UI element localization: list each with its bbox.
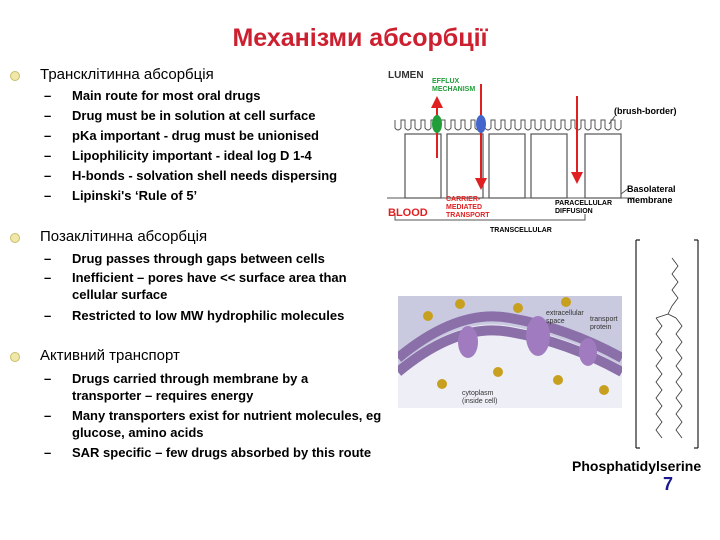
section-heading: Позаклітинна абсорбція (40, 228, 208, 245)
list-item: Drug passes through gaps between cells (72, 251, 325, 266)
section-heading: Активний транспорт (40, 347, 180, 364)
carrier-protein-icon (476, 115, 486, 133)
molecule-icon (553, 375, 563, 385)
bullet-icon (10, 233, 20, 243)
list-item: Drug must be in solution at cell surface (72, 108, 316, 123)
list-item: Restricted to low MW hydrophilic molecul… (72, 308, 345, 323)
transport-protein-diagram (398, 296, 622, 408)
list-item: SAR specific – few drugs absorbed by thi… (72, 445, 372, 460)
molecule-icon (423, 311, 433, 321)
microvilli-border (394, 119, 622, 131)
molecule-icon (561, 297, 571, 307)
list-item: H-bonds - solvation shell needs dispersi… (72, 168, 338, 183)
section-heading: Трансклітинна абсорбція (40, 66, 214, 83)
molecule-icon (599, 385, 609, 395)
bullet-icon (10, 71, 20, 81)
efflux-pump-icon (432, 115, 442, 133)
dash-marker: – (44, 408, 52, 423)
bullet-icon (10, 352, 20, 362)
list-item: Drugs carried through membrane by a tran… (72, 371, 309, 403)
slide-title: Механізми абсорбції (232, 24, 488, 52)
dash-marker: – (44, 88, 52, 103)
blood-label: BLOOD (388, 207, 428, 219)
molecule-icon (513, 303, 523, 313)
cell-shape (530, 133, 568, 199)
basolateral-label: Basolateral membrane (627, 184, 676, 205)
dash-marker: – (44, 251, 52, 266)
transport-protein-label: transport protein (590, 316, 618, 331)
dash-marker: – (44, 371, 52, 386)
cell-shape (404, 133, 442, 199)
dash-marker: – (44, 108, 52, 123)
transport-protein-icon (526, 316, 550, 356)
cytoplasm-label: cytoplasm (inside cell) (462, 390, 498, 405)
cell-shape (488, 133, 526, 199)
molecule-icon (455, 299, 465, 309)
page-number: 7 (663, 474, 674, 494)
dash-marker: – (44, 168, 52, 183)
brush-border-label: (brush-border) (614, 106, 677, 116)
dash-marker: – (44, 128, 52, 143)
phosphatidylserine-label: Phosphatidylserine (572, 458, 702, 474)
cell-shape (584, 133, 622, 199)
transcellular-label: TRANSCELLULAR (490, 227, 552, 234)
paracellular-label: PARACELLULAR DIFFUSION (555, 200, 613, 215)
molecule-icon (493, 367, 503, 377)
molecule-icon (437, 379, 447, 389)
carrier-mediated-label: CARRIER-MEDIATED TRANSPORT (446, 196, 490, 219)
efflux-label: EFFLUX MECHANISM (432, 78, 476, 93)
dash-marker: – (44, 445, 52, 460)
absorption-diagram (387, 84, 635, 221)
dash-marker: – (44, 188, 52, 203)
cell-shape (446, 133, 484, 199)
list-item: Inefficient – pores have << surface area… (72, 270, 347, 302)
dash-marker: – (44, 308, 52, 323)
list-item: Main route for most oral drugs (72, 88, 261, 103)
dash-marker: – (44, 148, 52, 163)
phosphatidylserine-structure (635, 239, 699, 449)
list-item: pKa important - drug must be unionised (72, 128, 319, 143)
list-item: Lipophilicity important - ideal log D 1-… (72, 148, 312, 163)
dash-marker: – (44, 270, 52, 285)
extracellular-label: extracellular space (546, 310, 584, 325)
list-item: Lipinski's ‘Rule of 5’ (72, 188, 198, 203)
lumen-label: LUMEN (388, 70, 424, 81)
list-item: Many transporters exist for nutrient mol… (72, 408, 382, 440)
